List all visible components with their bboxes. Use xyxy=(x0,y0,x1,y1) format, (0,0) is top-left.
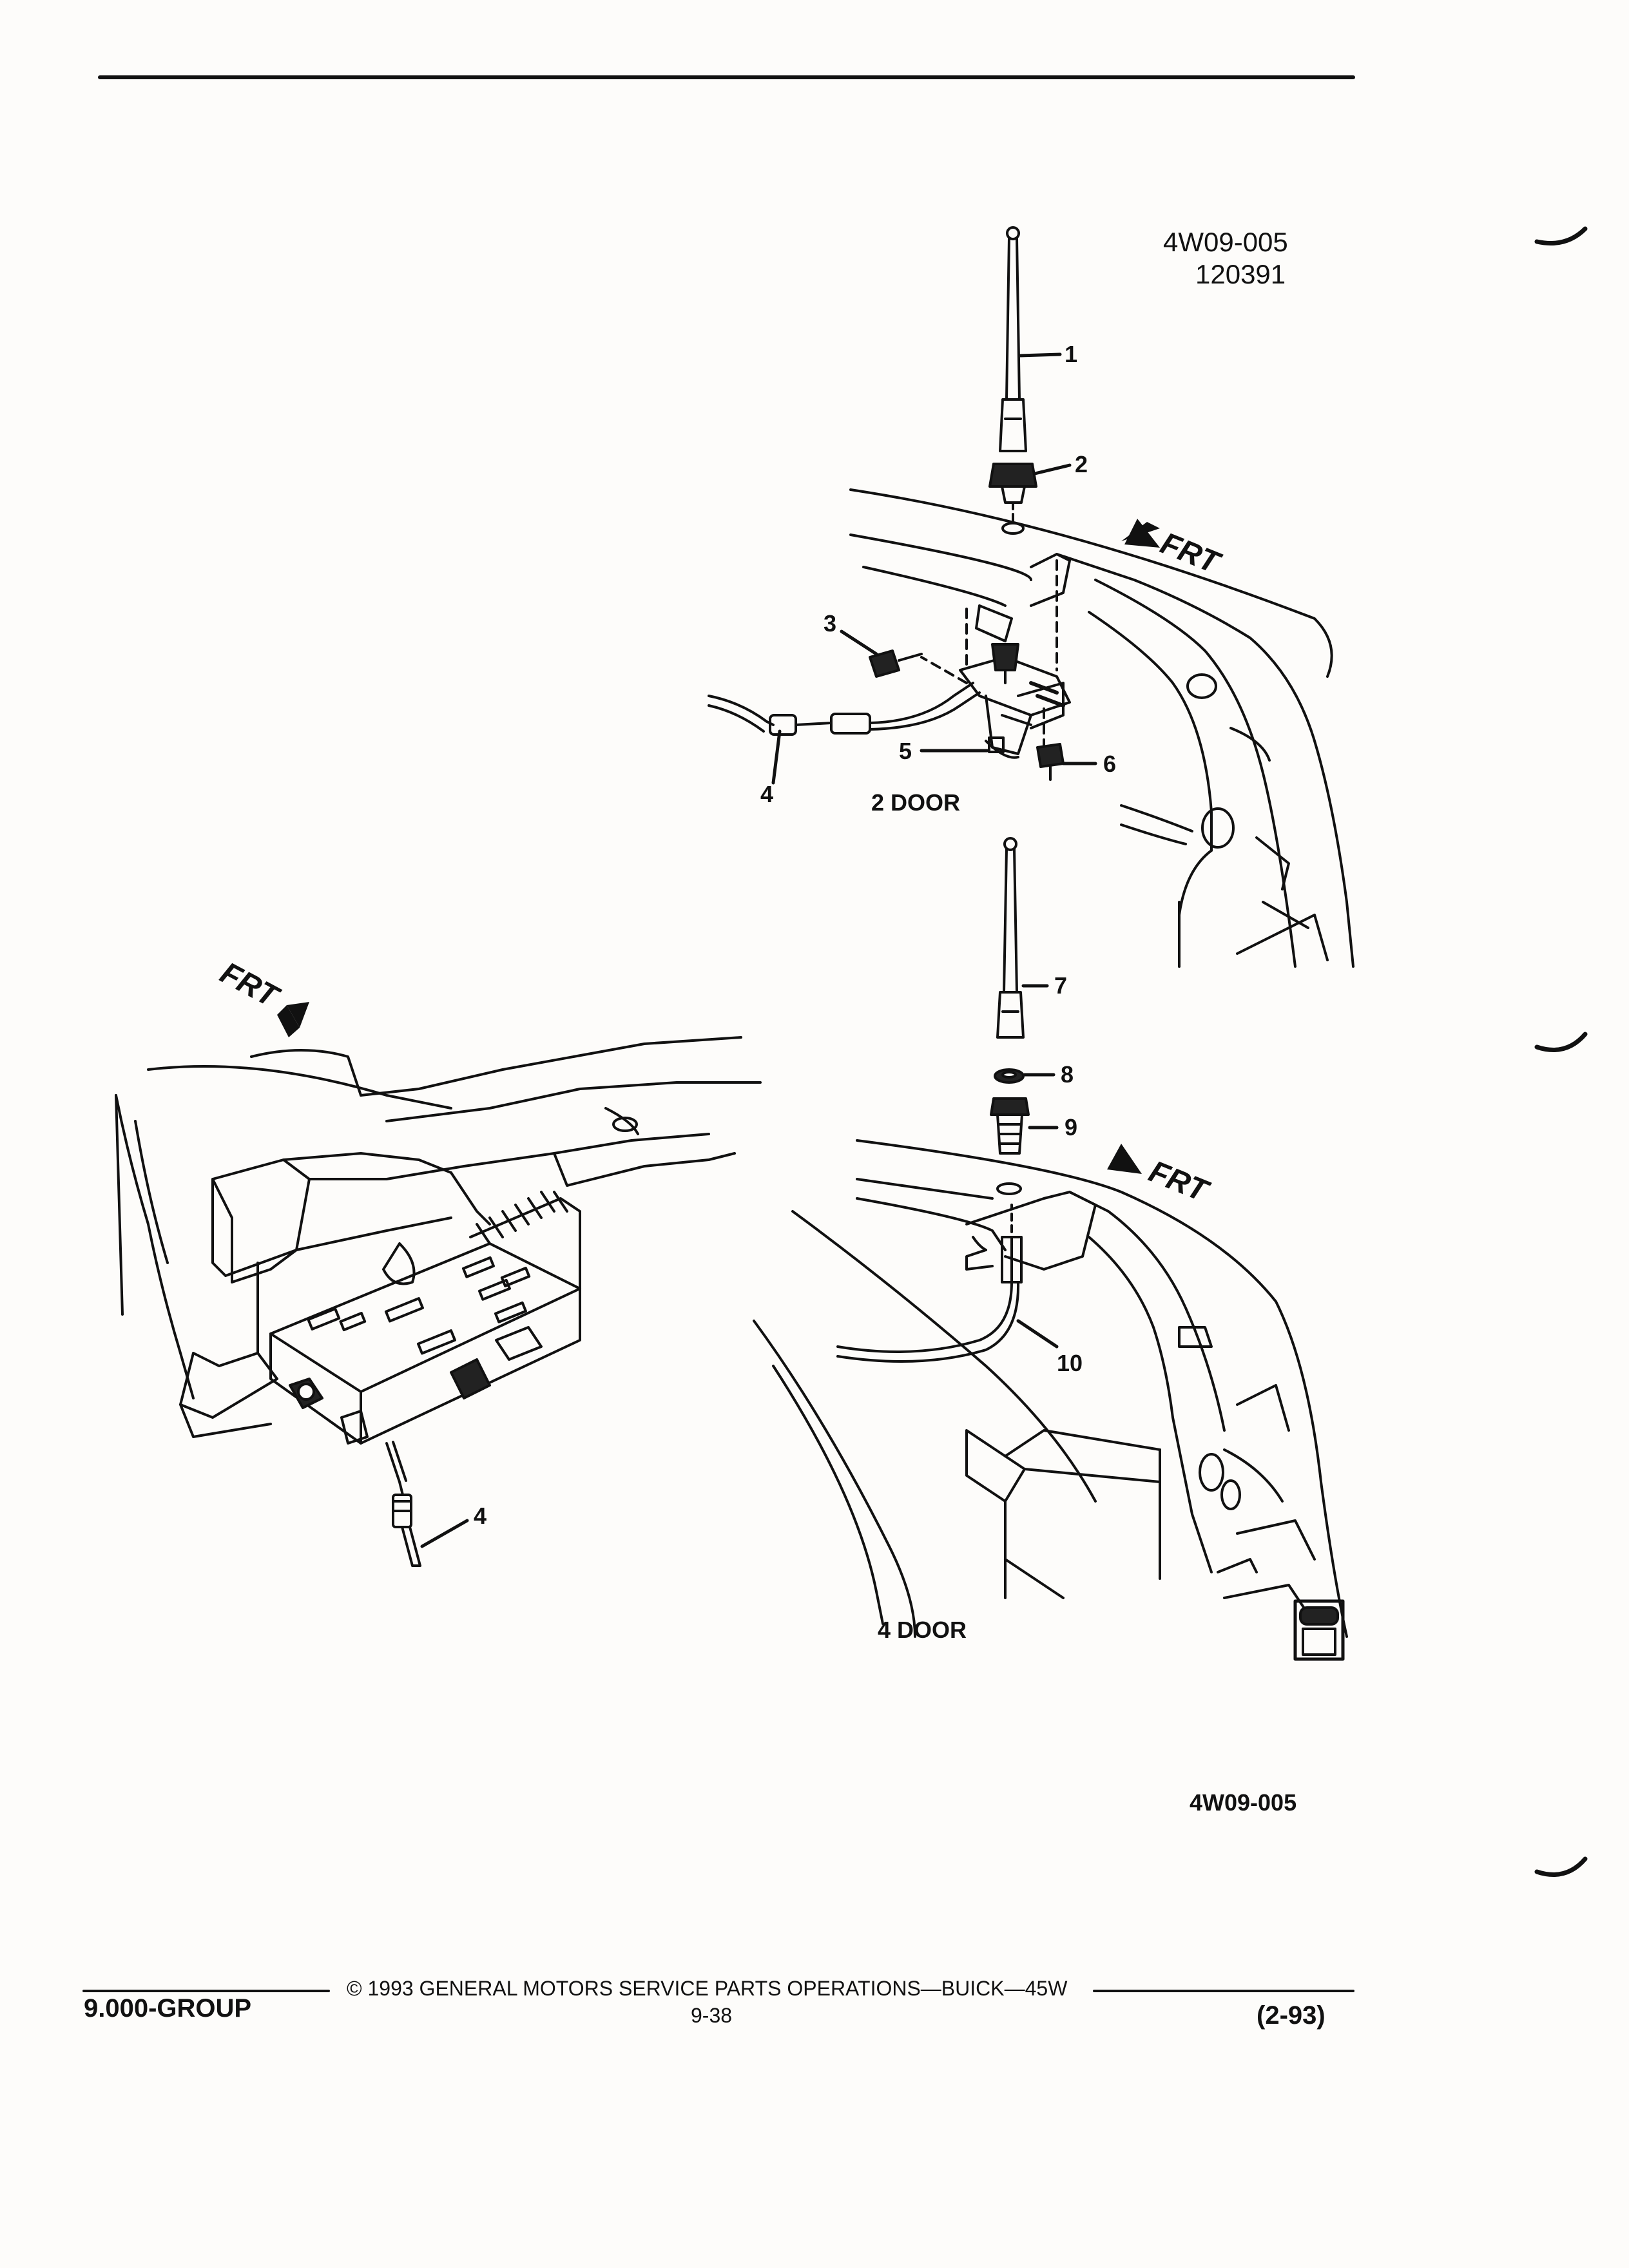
footer-copyright: © 1993 GENERAL MOTORS SERVICE PARTS OPER… xyxy=(347,1977,1068,2000)
frt-arrow-left xyxy=(287,1002,309,1028)
gm-spo-logo xyxy=(1293,1599,1345,1661)
four-door-body-panel xyxy=(753,1139,1348,1638)
frt-arrow-four-door xyxy=(1107,1144,1142,1174)
callout-10: 10 xyxy=(1057,1350,1083,1376)
figure-code-bottom: 4W09-005 xyxy=(1190,1789,1297,1816)
scan-marks xyxy=(1534,226,1588,1877)
four-door-cable xyxy=(836,1204,1023,1363)
figure-code: 4W09-005 xyxy=(1163,227,1288,257)
two-door-screw xyxy=(869,649,923,678)
callout-4-receiver: 4 xyxy=(474,1503,487,1529)
two-door-nut-6 xyxy=(1036,743,1065,781)
figure-date: 120391 xyxy=(1195,259,1286,289)
callout-4: 4 xyxy=(760,781,774,807)
two-door-body-panel xyxy=(849,488,1354,968)
frt-arrow-two-door-head xyxy=(1124,519,1160,548)
label-four-door: 4 DOOR xyxy=(878,1617,967,1643)
callout-7: 7 xyxy=(1054,972,1068,999)
frt-arrow-left-tail xyxy=(277,1005,300,1037)
callout-2: 2 xyxy=(1075,451,1088,477)
footer-revision: (2-93) xyxy=(1257,2001,1325,2030)
four-door-nut xyxy=(990,1097,1030,1195)
two-door-cable xyxy=(708,682,981,736)
trunk-body-structure xyxy=(115,1036,762,1438)
two-door-bracket xyxy=(920,559,1071,759)
receiver-cable-connector xyxy=(385,1441,421,1567)
callout-9: 9 xyxy=(1065,1114,1078,1140)
footer-page-number: 9-38 xyxy=(691,2004,733,2027)
footer-group: 9.000-GROUP xyxy=(84,1994,252,2023)
two-door-antenna-mast xyxy=(999,226,1027,452)
label-two-door: 2 DOOR xyxy=(871,789,961,816)
callout-leaders xyxy=(420,352,1097,1548)
four-door-antenna-mast xyxy=(996,837,1025,1039)
callout-5: 5 xyxy=(899,738,912,764)
four-door-washer xyxy=(994,1068,1025,1084)
callout-1: 1 xyxy=(1065,341,1078,367)
two-door-antenna-nut xyxy=(988,463,1037,535)
radio-receiver xyxy=(269,1191,581,1445)
callout-8: 8 xyxy=(1061,1061,1074,1088)
callout-6: 6 xyxy=(1103,751,1117,777)
callout-3: 3 xyxy=(824,610,837,637)
